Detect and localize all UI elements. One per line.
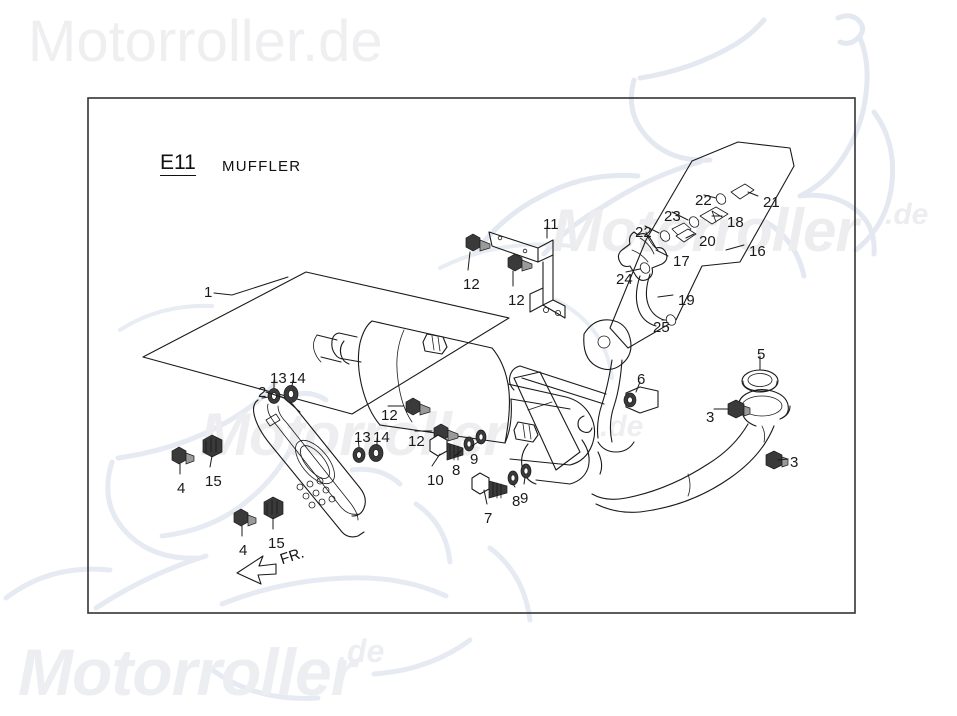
muffler-clamp-b <box>513 421 539 443</box>
part-6-rubber-bushing <box>623 386 659 414</box>
part-4-bolt-b <box>233 508 257 527</box>
callout-hose-piece-21: 21 <box>763 194 780 211</box>
part-4-bolt-a <box>171 446 195 465</box>
callout-air-hose: 19 <box>678 292 695 309</box>
part-3-nut-b <box>765 450 789 470</box>
page-title-name: MUFFLER <box>222 158 302 175</box>
part-14-collar-a <box>283 385 299 403</box>
callout-clip-23: 23 <box>664 208 681 225</box>
page-title-code: E11 <box>160 151 196 177</box>
part-9-washer-a <box>475 429 487 445</box>
callout-washer-upper: 13 <box>270 370 287 387</box>
part-15-collar-nut-b <box>263 496 284 520</box>
part-3-nut-a <box>727 399 751 419</box>
callout-washer-b: 8 <box>512 493 521 510</box>
part-9-washer-b <box>520 463 532 479</box>
callout-heat-shield-protector: 2 <box>258 384 267 401</box>
part-8-washer-a <box>463 436 475 452</box>
callout-spring-washer-a: 9 <box>470 451 479 468</box>
callout-muffler-assembly: 1 <box>204 284 213 301</box>
heat-shield-perforations <box>296 477 336 509</box>
callout-flange-nut-upper: 3 <box>706 409 715 426</box>
part-15-collar-nut-a <box>202 434 223 458</box>
callout-inset-frame: 16 <box>749 243 766 260</box>
callout-collar-lower: 14 <box>373 429 390 446</box>
callout-spring-washer-b: 9 <box>520 490 529 507</box>
muffler-hanger-bracket <box>508 319 635 471</box>
callout-shield-bolt-a: 12 <box>381 407 398 424</box>
callout-bolt-short: 10 <box>427 472 444 489</box>
callout-collar-nut-upper: 15 <box>205 473 222 490</box>
callout-washer-a: 8 <box>452 462 461 479</box>
callout-clip-22a: 22 <box>695 192 712 209</box>
callout-flange-nut-lower: 3 <box>790 454 799 471</box>
leader-lines <box>179 191 789 537</box>
part-13-washer-b <box>352 447 366 463</box>
part-10-bolt <box>429 434 464 461</box>
diagram-frame <box>87 97 856 614</box>
callout-bolt-lower: 4 <box>239 542 248 559</box>
part-5-exhaust-gasket <box>741 369 779 393</box>
callout-bracket-bolt-b: 12 <box>508 292 525 309</box>
callout-secondary-air-valve: 17 <box>673 253 690 270</box>
callout-rubber-bushing: 6 <box>637 371 646 388</box>
callout-bolt-long: 7 <box>484 510 493 527</box>
part-8-washer-b <box>507 470 519 486</box>
callout-clip-25: 25 <box>653 319 670 336</box>
callout-collar-upper: 14 <box>289 370 306 387</box>
part-1-muffler-assembly <box>142 271 510 415</box>
callout-mounting-bracket: 11 <box>543 216 559 233</box>
part-12-bolt-b <box>507 253 533 272</box>
fr-direction-arrow <box>236 555 277 585</box>
part-12-bolt-c <box>405 397 431 416</box>
callout-clip-24: 24 <box>616 271 633 288</box>
callout-collar-nut-lower: 15 <box>268 535 285 552</box>
part-7-bolt <box>471 472 508 499</box>
callout-clip-22b: 22 <box>635 224 652 241</box>
callout-shield-bolt-b: 12 <box>408 433 425 450</box>
part-11-mounting-bracket <box>488 231 566 319</box>
callout-bolt-upper: 4 <box>177 480 186 497</box>
callout-bracket-bolt-a: 12 <box>463 276 480 293</box>
part-12-bolt-a <box>465 233 491 252</box>
callout-exhaust-gasket: 5 <box>757 346 766 363</box>
part-16-inset-panel <box>609 141 795 349</box>
part-14-collar-b <box>368 444 384 462</box>
callout-hose-clamp-20: 20 <box>699 233 716 250</box>
muffler-clamp-a <box>422 333 448 355</box>
callout-air-hose-connector: 18 <box>727 214 744 231</box>
callout-washer-lower: 13 <box>354 429 371 446</box>
